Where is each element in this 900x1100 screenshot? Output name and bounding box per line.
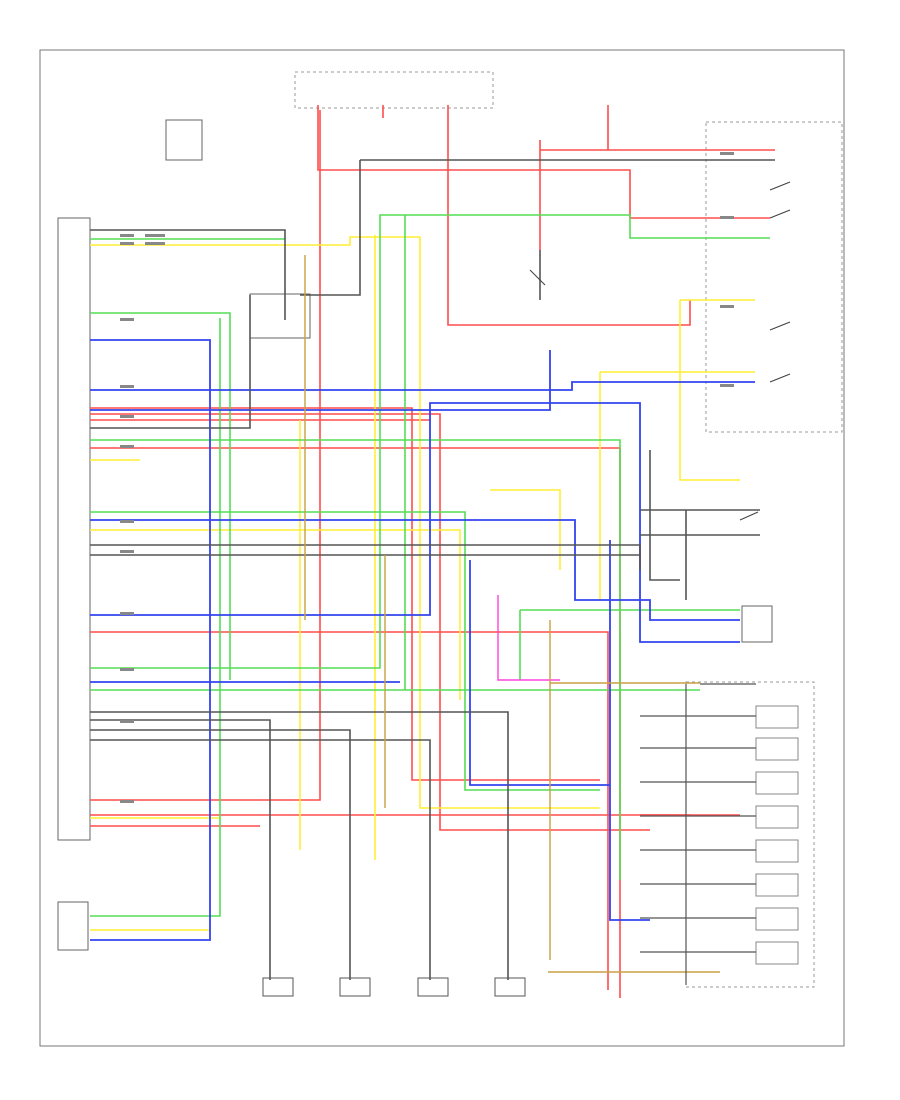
wires-pink <box>497 595 560 681</box>
switch-symbols <box>529 181 791 521</box>
right-rear-sensor <box>494 977 526 997</box>
left-front-sensor <box>262 977 294 997</box>
wire-tag-marks <box>120 152 734 803</box>
mode-switch-module <box>741 605 773 643</box>
sensor-stack-wires <box>640 683 756 985</box>
wires-brown <box>304 255 720 973</box>
fuse-box-boundary <box>294 71 494 109</box>
left-rear-sensor <box>339 977 371 997</box>
top-relay-box <box>165 119 203 161</box>
wires-dark <box>90 159 775 980</box>
ecm-connector <box>57 217 91 841</box>
wires-blue <box>90 339 755 941</box>
solenoid-label-stack <box>755 705 799 965</box>
junction-connector <box>249 293 311 339</box>
wires-red <box>90 105 775 998</box>
diagram-frame <box>39 49 845 1047</box>
wires-yellow <box>90 235 755 931</box>
control-unit-block <box>57 901 89 951</box>
right-front-sensor <box>417 977 449 997</box>
wires-green <box>90 214 770 917</box>
right-module-boundary <box>705 121 843 433</box>
